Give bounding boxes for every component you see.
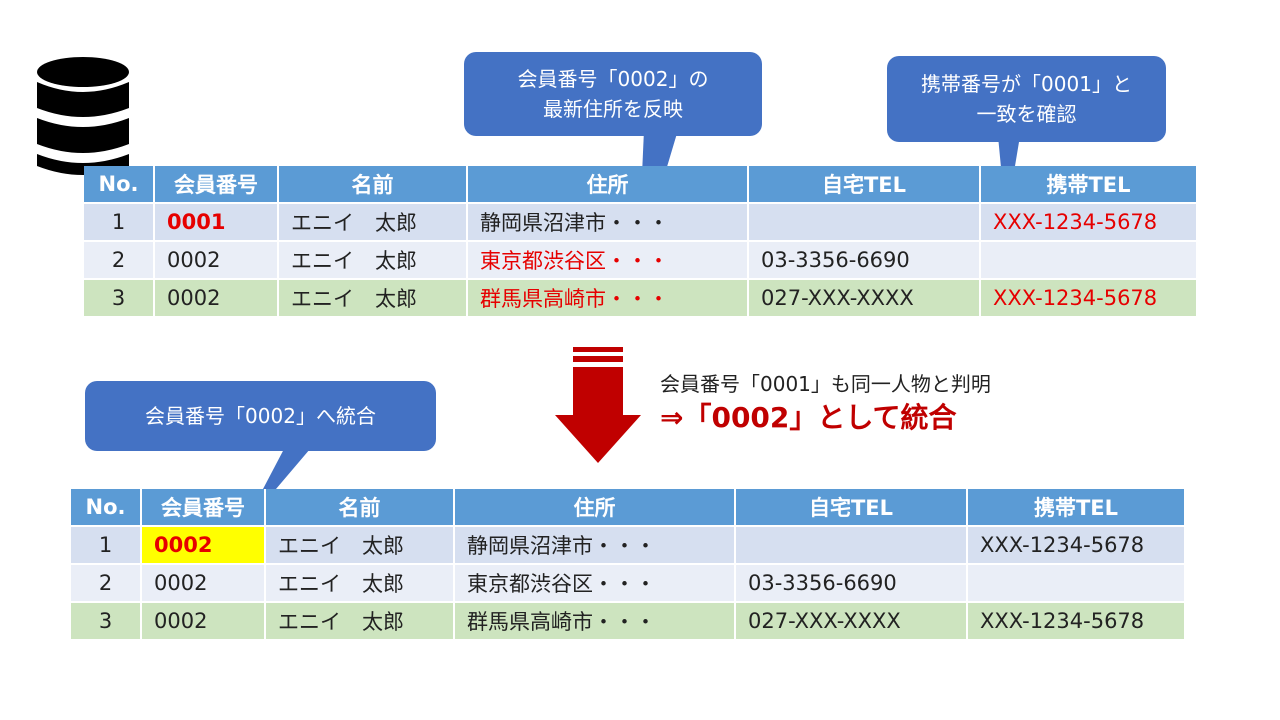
cell-address: 群馬県高崎市・・・ [454,601,736,639]
table-row: 3 0002 エニイ 太郎 群馬県高崎市・・・ 027-XXX-XXXX XXX… [84,278,1196,316]
col-header-name: 名前 [278,166,468,203]
table-row: 3 0002 エニイ 太郎 群馬県高崎市・・・ 027-XXX-XXXX XXX… [71,601,1184,639]
cell-member: 0002 [141,601,266,639]
callout-address-line1: 会員番号「0002」の [517,67,709,91]
col-header-home-tel: 自宅TEL [748,166,981,203]
cell-no: 3 [71,601,142,639]
merge-result: ⇒「0002」として統合 [660,401,957,434]
col-header-address: 住所 [454,489,736,526]
cell-member: 0001 [154,202,279,241]
cell-home-tel: 03-3356-6690 [748,240,981,279]
col-header-name: 名前 [265,489,455,526]
cell-name: エニイ 太郎 [265,601,455,639]
table-row: 2 0002 エニイ 太郎 東京都渋谷区・・・ 03-3356-6690 [84,240,1196,279]
col-header-no: No. [71,489,142,526]
cell-address: 静岡県沼津市・・・ [467,202,749,241]
cell-name: エニイ 太郎 [265,563,455,602]
cell-name: エニイ 太郎 [278,240,468,279]
cell-address: 静岡県沼津市・・・ [454,525,736,564]
callout-merge-into-0002: 会員番号「0002」へ統合 [85,381,436,451]
col-header-address: 住所 [467,166,749,203]
cell-address: 東京都渋谷区・・・ [467,240,749,279]
cell-name: エニイ 太郎 [278,278,468,316]
cell-home-tel [748,202,981,241]
callout-mobile-match: 携帯番号が「0001」と 一致を確認 [887,56,1166,142]
arrow-down-icon [555,347,641,463]
cell-name: エニイ 太郎 [265,525,455,564]
cell-no: 3 [84,278,155,316]
table-row: 1 0001 エニイ 太郎 静岡県沼津市・・・ XXX-1234-5678 [84,202,1196,241]
table-before-merge: No. 会員番号 名前 住所 自宅TEL 携帯TEL 1 0001 エニイ 太郎… [84,166,1196,316]
cell-member: 0002 [154,240,279,279]
cell-no: 2 [71,563,142,602]
callout-mobile-line2: 一致を確認 [976,102,1077,126]
cell-mobile-tel [980,240,1196,279]
col-header-mobile-tel: 携帯TEL [980,166,1196,203]
cell-mobile-tel: XXX-1234-5678 [980,202,1196,241]
cell-mobile-tel: XXX-1234-5678 [967,601,1184,639]
database-icon [37,57,129,175]
cell-home-tel: 027-XXX-XXXX [748,278,981,316]
cell-no: 1 [84,202,155,241]
cell-no: 1 [71,525,142,564]
cell-no: 2 [84,240,155,279]
cell-home-tel [735,525,968,564]
cell-mobile-tel [967,563,1184,602]
cell-member: 0002 [141,525,266,564]
cell-member: 0002 [154,278,279,316]
table-header-row: No. 会員番号 名前 住所 自宅TEL 携帯TEL [84,166,1196,203]
cell-name: エニイ 太郎 [278,202,468,241]
table-after-merge: No. 会員番号 名前 住所 自宅TEL 携帯TEL 1 0002 エニイ 太郎… [71,489,1184,639]
table-row: 2 0002 エニイ 太郎 東京都渋谷区・・・ 03-3356-6690 [71,563,1184,602]
table-row: 1 0002 エニイ 太郎 静岡県沼津市・・・ XXX-1234-5678 [71,525,1184,564]
callout-merge-text: 会員番号「0002」へ統合 [145,404,376,428]
cell-mobile-tel: XXX-1234-5678 [980,278,1196,316]
callout-address-line2: 最新住所を反映 [543,97,683,121]
cell-mobile-tel: XXX-1234-5678 [967,525,1184,564]
col-header-member: 会員番号 [154,166,279,203]
col-header-mobile-tel: 携帯TEL [967,489,1184,526]
callout-latest-address: 会員番号「0002」の 最新住所を反映 [464,52,762,136]
cell-member: 0002 [141,563,266,602]
col-header-member: 会員番号 [141,489,266,526]
table-header-row: No. 会員番号 名前 住所 自宅TEL 携帯TEL [71,489,1184,526]
cell-address: 群馬県高崎市・・・ [467,278,749,316]
col-header-no: No. [84,166,155,203]
callout-mobile-line1: 携帯番号が「0001」と [921,72,1132,96]
cell-home-tel: 03-3356-6690 [735,563,968,602]
col-header-home-tel: 自宅TEL [735,489,968,526]
cell-home-tel: 027-XXX-XXXX [735,601,968,639]
merge-note: 会員番号「0001」も同一人物と判明 [660,372,991,396]
cell-address: 東京都渋谷区・・・ [454,563,736,602]
